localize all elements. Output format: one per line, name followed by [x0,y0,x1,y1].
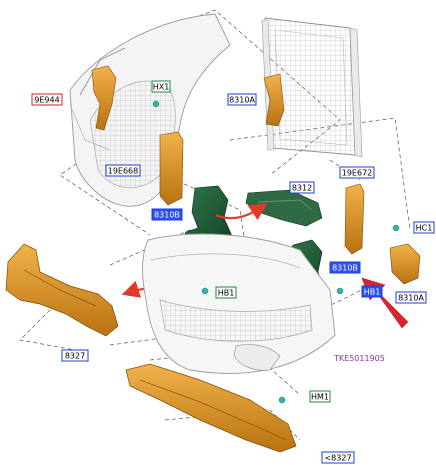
label-8327-bottom-box [321,451,355,464]
label-8310b-right: 8310B [332,264,358,273]
label-19e668-box [105,164,141,177]
label-19e668: 19E668 [108,167,139,176]
label-8327-left-box [61,349,89,362]
clip-hm1 [278,396,286,404]
deflector-8327-bottom [125,363,297,453]
label-8310a-right: 8310A [398,294,424,303]
label-8327-bottom: <8327 [324,454,351,463]
deflector-19e672 [344,183,365,255]
fender-bracket [91,65,117,131]
label-hc1: HC1 [416,224,433,233]
radiator-bracket [263,73,285,127]
label-hb1-left: HB1 [218,289,235,298]
fender-wheel-arch [69,13,231,207]
clip-hb1-left [201,287,209,295]
label-8312: 8312 [292,184,312,193]
label-9e944: 9E944 [34,96,59,105]
label-hx1-box [151,80,171,93]
bracket-8310a-right [389,243,421,285]
label-19e672: 19E672 [342,169,373,178]
label-hm1-box [309,390,331,403]
label-8310a-top-box [227,93,257,106]
label-tke-part-number: TKE5011905 [333,354,385,363]
label-hb1-right-box [361,285,383,298]
label-8312-box [289,181,315,194]
bracket-8327-left [5,243,119,337]
label-8310b-left: 8310B [154,211,180,220]
bumper-cover [142,233,336,374]
label-8310b-right-box [329,261,361,274]
label-19e672-box [339,166,375,179]
label-hx1: HX1 [153,83,170,92]
label-8310b-left-box [151,208,183,221]
clip-hc1 [392,224,400,232]
clip-hb1-right [336,287,344,295]
label-hc1-box [413,221,435,234]
label-hm1: HM1 [311,393,329,402]
clips [152,100,400,404]
air-guide-8312 [245,189,323,227]
label-hb1-right: HB1 [364,288,381,297]
clip-hx1 [152,100,160,108]
label-8327-left: 8327 [65,352,85,361]
arrow-to-8312 [215,203,268,221]
label-hb1-left-box [215,286,237,299]
label-8310a-top: 8310A [229,96,255,105]
label-8310a-right-box [395,291,427,304]
label-9e944-box [31,93,63,106]
deflector-19e668 [159,131,184,206]
